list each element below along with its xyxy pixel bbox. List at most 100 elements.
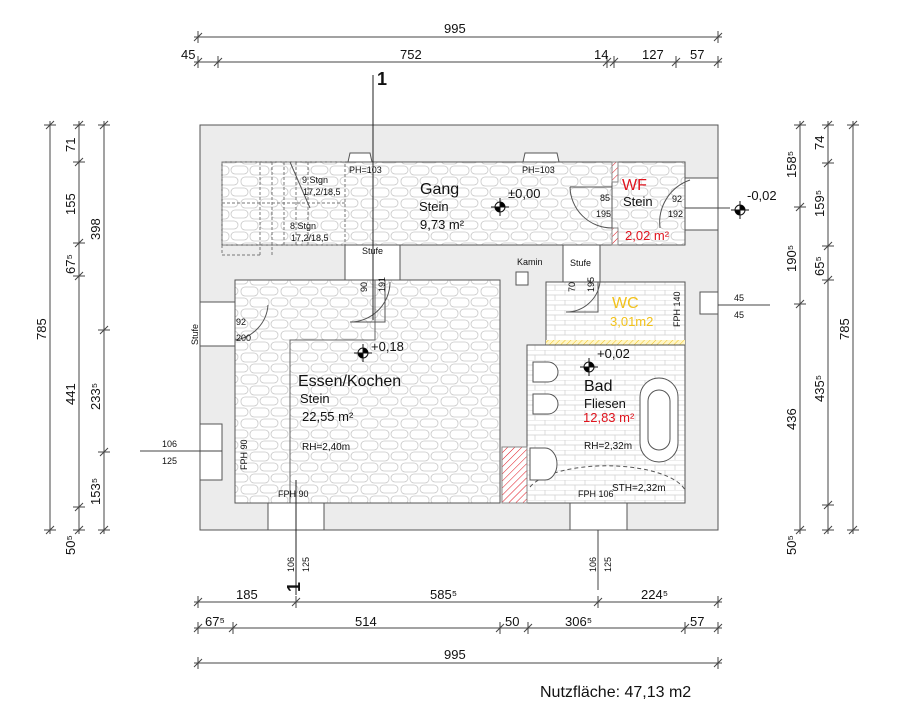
dimension-value: 436 [784, 408, 799, 430]
dimension-tick [193, 32, 203, 42]
opening-width: 106 [286, 557, 296, 572]
dimension-value: 185 [236, 587, 258, 602]
section-line [295, 75, 374, 595]
window [569, 502, 628, 531]
stair-ratio: 17,2/18,5 [291, 233, 329, 243]
door-opening [199, 301, 236, 347]
dimension-tick [495, 623, 505, 633]
dimension-value: 67⁵ [63, 254, 78, 274]
opening-width: 106 [162, 439, 177, 449]
stair-ratio: 17,2/18,5 [303, 187, 341, 197]
level-marker-icon [580, 358, 598, 376]
opening-width: 70 [567, 282, 577, 292]
room-area: 2,02 m² [625, 228, 670, 243]
opening-width: 92 [236, 317, 246, 327]
fph-label: FPH 140 [672, 291, 682, 327]
level-markers [354, 198, 749, 376]
dimension-tick [74, 502, 84, 512]
toilet [532, 361, 559, 383]
dimension-value: 224⁵ [641, 587, 668, 602]
dimension-tick [99, 525, 109, 535]
dimension-tick [713, 658, 723, 668]
chimney-label: Kamin [517, 257, 543, 267]
dimension-tick [228, 623, 238, 633]
level-value: +0,02 [597, 346, 630, 361]
sink [529, 447, 558, 481]
door-opening [684, 177, 719, 231]
dimension-value: 50⁵ [63, 535, 78, 555]
room-wc [545, 281, 686, 346]
opening-height: 191 [377, 277, 387, 292]
dimension-value: 752 [400, 47, 422, 62]
dimension-tick [74, 271, 84, 281]
opening-width: 106 [588, 557, 598, 572]
level-value: +0,18 [371, 339, 404, 354]
dimension-value: 190⁵ [784, 245, 799, 272]
dimension-tick [795, 525, 805, 535]
dimension-tick [593, 597, 603, 607]
stair-steps: 8 Stgn [290, 221, 316, 231]
room-name: WF [622, 177, 647, 194]
dimension-tick [848, 120, 858, 130]
section-marker-bottom: 1 [284, 582, 304, 592]
room-essen-kochen [234, 279, 501, 504]
dimension-lines [44, 31, 859, 669]
dimension-tick [213, 57, 223, 67]
section-marker-top: 1 [377, 69, 387, 89]
usable-area-summary: Nutzfläche: 47,13 m2 [540, 684, 691, 701]
dimension-value: 65⁵ [812, 256, 827, 276]
dimension-value: 50 [505, 614, 519, 629]
dimension-tick [823, 241, 833, 251]
dimension-tick [795, 120, 805, 130]
room-name: Bad [584, 378, 612, 395]
level-marker-icon [491, 198, 509, 216]
dimension-tick [291, 597, 301, 607]
dimension-total: 995 [444, 647, 466, 662]
room-floor: Stein [300, 391, 330, 406]
dimension-value: 233⁵ [88, 383, 103, 410]
opening-width: 90 [359, 282, 369, 292]
dimension-tick [671, 57, 681, 67]
room-floor: Stein [623, 194, 653, 209]
dimension-tick [193, 597, 203, 607]
dimension-tick [713, 623, 723, 633]
dimension-value: 71 [63, 138, 78, 152]
opening-height: 195 [596, 209, 611, 219]
dimension-value: 435⁵ [812, 375, 827, 402]
dimension-tick [602, 57, 612, 67]
dimension-tick [193, 57, 203, 67]
opening-width: 92 [672, 194, 682, 204]
step-label: Stufe [570, 258, 591, 268]
dimension-tick [74, 157, 84, 167]
dimension-tick [680, 623, 690, 633]
dimension-value: 153⁵ [88, 478, 103, 505]
dimension-tick [823, 120, 833, 130]
opening-height: 125 [301, 557, 311, 572]
dimension-tick [795, 202, 805, 212]
dimension-value: 306⁵ [565, 614, 592, 629]
dimension-tick [99, 325, 109, 335]
step-label: Stufe [190, 324, 200, 345]
fph-label: FPH 90 [239, 439, 249, 470]
opening-height: 200 [236, 333, 251, 343]
dimension-value: 398 [88, 218, 103, 240]
bidet [532, 393, 559, 415]
dimension-value: 57 [690, 47, 704, 62]
dimension-value: 67⁵ [205, 614, 225, 629]
dimension-tick [523, 623, 533, 633]
dimension-tick [823, 500, 833, 510]
room-floor: Stein [419, 199, 449, 214]
room-area: 22,55 m² [302, 409, 354, 424]
stair-steps: 9 Stgn [302, 175, 328, 185]
dimension-value: 57 [690, 614, 704, 629]
room-area: 3,01m2 [610, 314, 653, 329]
room-height: RH=2,32m [584, 441, 632, 452]
opening-height: 195 [586, 277, 596, 292]
opening-width: 85 [600, 193, 610, 203]
room-floor: Fliesen [584, 396, 626, 411]
dimension-value: 14 [594, 47, 608, 62]
dimension-tick [74, 238, 84, 248]
step-label: Stufe [362, 246, 383, 256]
dimension-tick [713, 32, 723, 42]
